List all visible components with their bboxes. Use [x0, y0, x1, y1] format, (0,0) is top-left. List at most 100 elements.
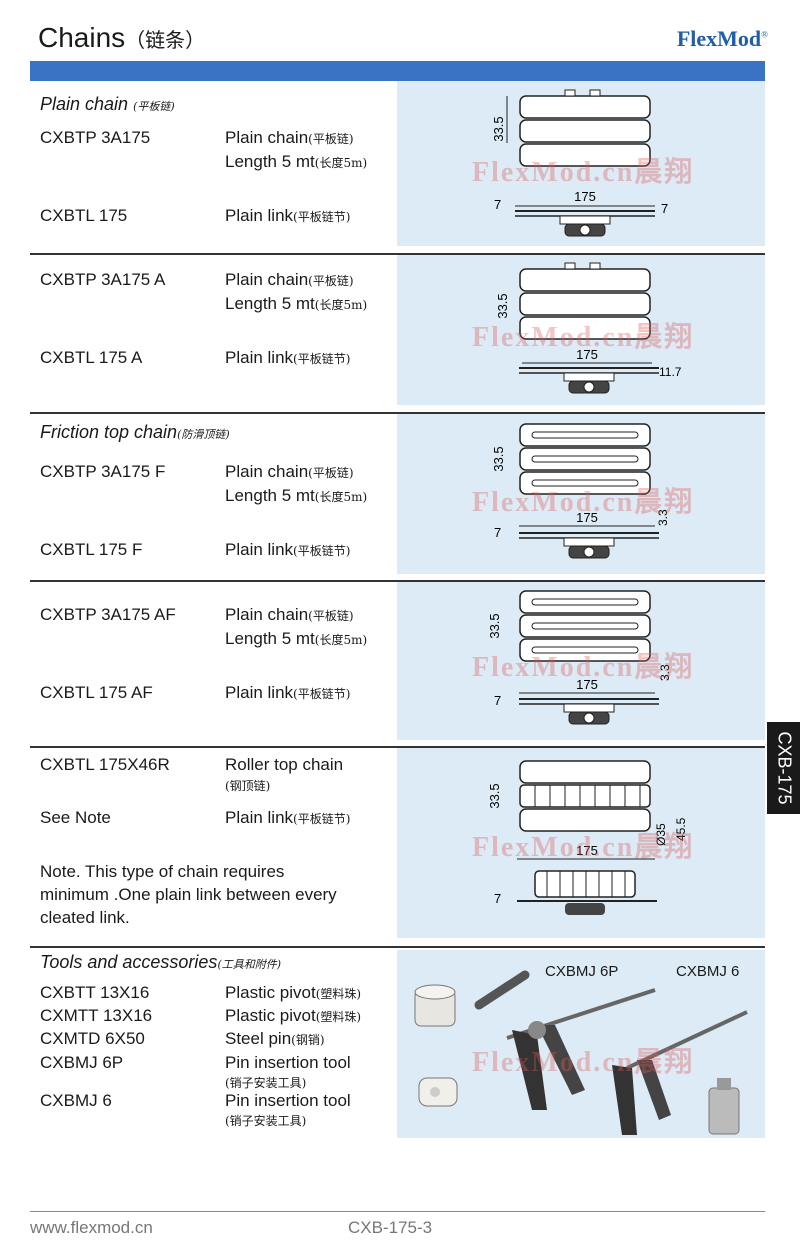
- product-length: Length 5 mt(长度5m): [225, 294, 367, 314]
- title-cn: （链条）: [125, 28, 206, 52]
- length-cn: (长度5m): [314, 490, 368, 504]
- dim-width: 175: [576, 843, 598, 858]
- tool-code: CXBMJ 6: [40, 1091, 112, 1110]
- tool-code: CXBMJ 6P: [40, 1053, 124, 1072]
- tool-label: CXBMJ 6P: [545, 963, 619, 980]
- brand-logo: FlexMod®: [677, 26, 768, 52]
- product-length: Length 5 mt(长度5m): [225, 486, 367, 506]
- dim-height: 7: [494, 525, 501, 540]
- desc-cn: (平板链): [308, 466, 354, 480]
- tools-illustration: [414, 970, 748, 1135]
- product-desc: Plain chain(平板链): [225, 605, 354, 625]
- roller-chain-top-view: [519, 760, 651, 832]
- desc-text: Plain link: [225, 683, 294, 702]
- product-code: CXBTL 175 A: [40, 348, 143, 367]
- watermark: FlexMod.cn晨翔: [472, 157, 695, 188]
- section-heading-friction: Friction top chain(防滑顶链): [40, 422, 230, 443]
- brand-name: FlexMod: [676, 26, 762, 51]
- tool-desc: Steel pin(钢销): [225, 1029, 325, 1049]
- length-text: Length 5 mt: [225, 486, 315, 505]
- section-label-cn: (工具和附件): [217, 958, 282, 971]
- dim-height: 11.7: [659, 365, 682, 379]
- product-desc: Roller top chain: [225, 755, 344, 774]
- divider: [30, 746, 765, 748]
- section-heading-plain: Plain chain (平板链): [40, 94, 175, 115]
- desc-text: Plain link: [225, 808, 294, 827]
- dim-pitch: 33.5: [487, 783, 502, 808]
- dim-pitch: 33.5: [487, 613, 502, 638]
- dim-width: 175: [574, 189, 596, 204]
- footer-rule: [30, 1211, 765, 1212]
- page-title: Chains（链条）: [38, 22, 205, 54]
- plastic-pivot-image: [414, 984, 456, 1027]
- side-tab-label: CXB-175: [774, 731, 794, 805]
- divider: [30, 412, 765, 414]
- desc-text: Plain chain: [225, 605, 309, 624]
- header-bar: [30, 61, 765, 81]
- length-cn: (长度5m): [314, 156, 368, 170]
- product-code: CXBTP 3A175: [40, 128, 151, 147]
- product-code: CXBTL 175: [40, 206, 128, 225]
- watermark: FlexMod.cn晨翔: [472, 322, 695, 353]
- product-length: Length 5 mt(长度5m): [225, 629, 367, 649]
- desc-cn: (塑料珠): [315, 1010, 362, 1024]
- divider: [30, 946, 765, 948]
- dim-height: 3.3: [656, 509, 670, 526]
- length-cn: (长度5m): [314, 298, 368, 312]
- desc-cn: (平板链节): [293, 544, 351, 558]
- tool-desc: Pin insertion tool: [225, 1053, 351, 1072]
- product-code: CXBTP 3A175 A: [40, 270, 166, 289]
- product-desc: Plain link(平板链节): [225, 540, 350, 560]
- dim-pitch: 33.5: [491, 446, 506, 471]
- section-label-cn: (平板链): [133, 100, 175, 113]
- length-text: Length 5 mt: [225, 294, 315, 313]
- chain-side-view: [514, 210, 656, 237]
- desc-text: Plain link: [225, 206, 294, 225]
- product-desc: Plain chain(平板链): [225, 128, 354, 148]
- divider: [30, 580, 765, 582]
- product-desc: Plain link(平板链节): [225, 206, 350, 226]
- product-desc: Plain chain(平板链): [225, 270, 354, 290]
- tool-code: CXMTT 13X16: [40, 1006, 153, 1025]
- dim-height: 3.3: [658, 664, 672, 681]
- product-code: CXBTL 175X46R: [40, 755, 170, 774]
- tool-code: CXBTT 13X16: [40, 983, 150, 1002]
- desc-cn: (平板链节): [293, 210, 351, 224]
- tools-panel: [397, 950, 765, 1138]
- tool-code: CXMTD 6X50: [40, 1029, 145, 1048]
- dim-diameter: Ø35: [654, 823, 668, 846]
- roller-side-view: [517, 870, 657, 915]
- product-desc: Plain chain(平板链): [225, 462, 354, 482]
- chain-side-view: [518, 698, 660, 725]
- watermark: FlexMod.cn晨翔: [472, 652, 695, 683]
- desc-text: Plain chain: [225, 128, 309, 147]
- desc-cn: (塑料珠): [315, 987, 362, 1001]
- pivot-ring-image: [418, 1077, 458, 1107]
- desc-cn: (平板链节): [293, 687, 351, 701]
- dim-height: 7: [661, 201, 668, 216]
- section-label: Plain chain: [40, 94, 129, 114]
- length-cn: (长度5m): [314, 633, 368, 647]
- dim-width: 175: [576, 510, 598, 525]
- desc-cn: (平板链): [308, 132, 354, 146]
- title-text: Chains: [38, 22, 126, 53]
- chain-side-view: [518, 367, 660, 394]
- desc-text: Plastic pivot: [225, 983, 316, 1002]
- tool-desc: Pin insertion tool: [225, 1091, 351, 1110]
- product-code: CXBTP 3A175 AF: [40, 605, 176, 624]
- steel-pin-image: [474, 970, 530, 1010]
- divider: [30, 253, 765, 255]
- tool-desc: Plastic pivot(塑料珠): [225, 1006, 361, 1026]
- pin-insertion-tool-6-image: [612, 1010, 748, 1135]
- dim-height: 7: [494, 693, 501, 708]
- desc-cn: (平板链节): [293, 352, 351, 366]
- chain-side-view: [518, 532, 660, 559]
- brand-mark: ®: [761, 29, 768, 40]
- footer-url: www.flexmod.cn: [30, 1218, 153, 1237]
- desc-text: Plain chain: [225, 270, 309, 289]
- oil-bottle-image: [708, 1078, 740, 1135]
- desc-text: Steel pin: [225, 1029, 292, 1048]
- product-desc: Plain link(平板链节): [225, 683, 350, 703]
- section-label: Friction top chain: [40, 422, 178, 442]
- side-tab: CXB-175: [767, 722, 800, 814]
